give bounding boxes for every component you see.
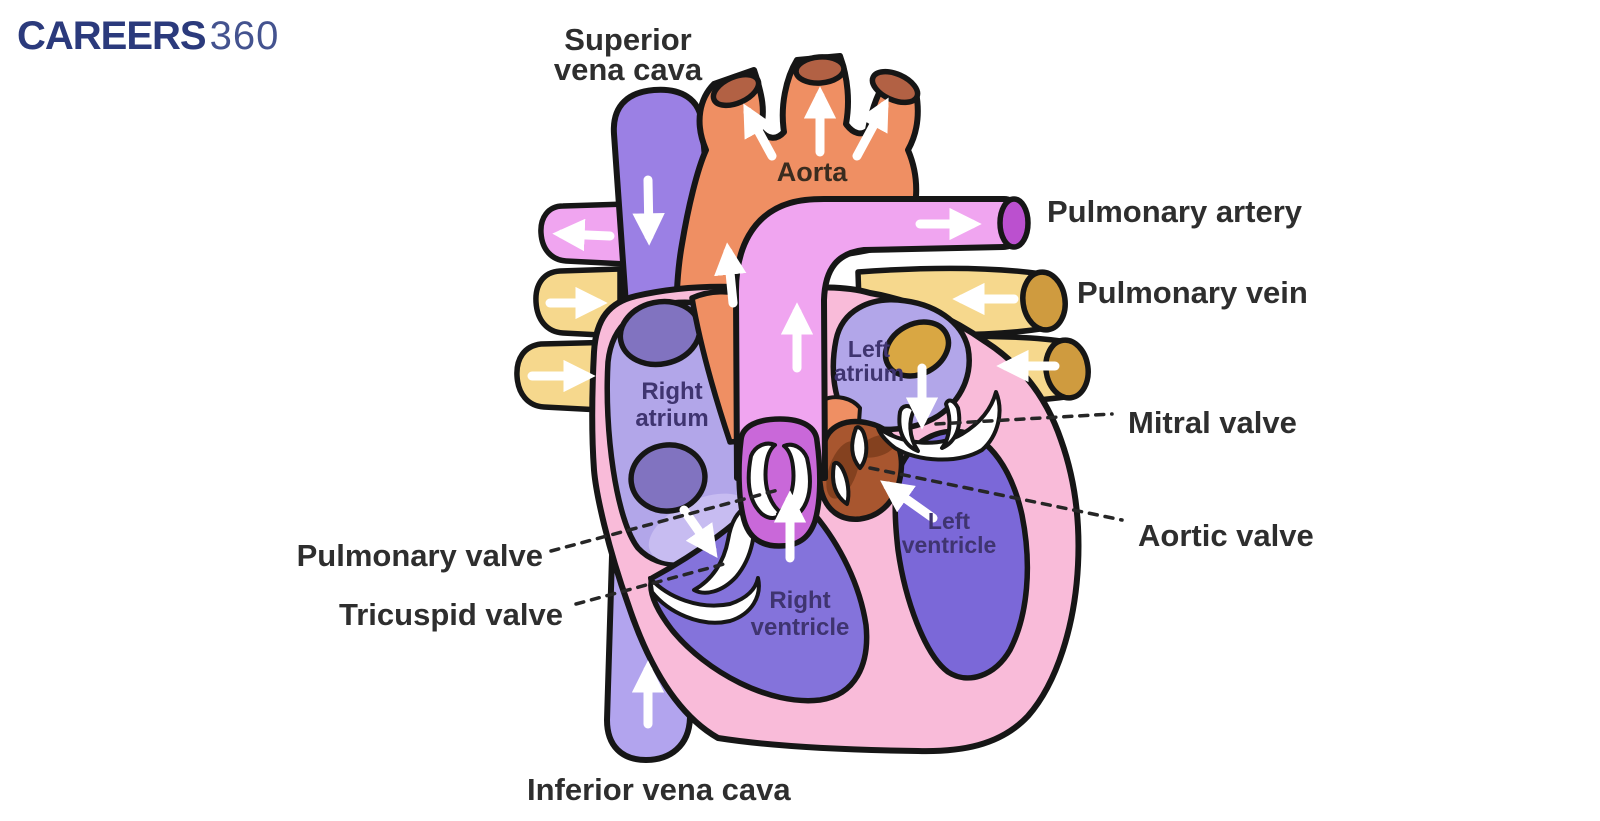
- pulmonary-vein-opening: [882, 319, 952, 379]
- flow-arrow-svc-down-icon: [632, 175, 665, 246]
- leader-lines: [549, 412, 1124, 606]
- flow-arrow-left-ventricle-icon: [880, 480, 938, 523]
- logo-text-bold: CAREERS: [17, 14, 207, 58]
- label-right-atrium-line2: atrium: [635, 405, 708, 432]
- diagram-labels: Superior vena cava Aorta Pulmonary arter…: [297, 22, 1314, 807]
- tricuspid-valve-leaflet-2: [648, 576, 761, 625]
- aorta-branch-cap-2: [793, 54, 847, 86]
- flow-arrow-aorta-trunk-icon: [714, 242, 747, 308]
- label-superior-vena-cava-line1: Superior: [564, 22, 691, 57]
- mitral-valve-leaflet-2: [940, 398, 962, 450]
- flow-arrow-aorta-branch1-icon: [743, 103, 777, 161]
- label-aortic-valve: Aortic valve: [1138, 518, 1314, 553]
- right-pulmonary-vein-cap-1: [1020, 269, 1068, 333]
- label-left-atrium-line2: atrium: [834, 360, 904, 386]
- leader-line-mitral-valve: [934, 412, 1114, 426]
- leader-line-aortic-valve: [868, 466, 1124, 522]
- tricuspid-valve-leaflet-1: [692, 503, 757, 595]
- label-right-ventricle-line1: Right: [769, 587, 830, 614]
- label-mitral-valve: Mitral valve: [1128, 405, 1297, 440]
- flow-arrow-aorta-branch3-icon: [852, 97, 889, 161]
- blood-flow-arrows: [527, 86, 1060, 729]
- label-tricuspid-valve: Tricuspid valve: [339, 597, 563, 632]
- pulmonary-valve-leaflet-1: [746, 441, 783, 520]
- label-pulmonary-vein: Pulmonary vein: [1077, 275, 1308, 310]
- logo-text-light: 360: [209, 14, 280, 58]
- label-left-atrium-line1: Left: [848, 336, 891, 362]
- right-pulmonary-vein-cap-2: [1043, 337, 1091, 401]
- label-pulmonary-artery: Pulmonary artery: [1047, 194, 1303, 229]
- label-pulmonary-valve: Pulmonary valve: [297, 538, 543, 573]
- leader-line-tricuspid-valve: [574, 562, 726, 606]
- label-right-ventricle-line2: ventricle: [751, 614, 850, 641]
- aorta-branch-cap-1: [710, 71, 762, 109]
- label-left-ventricle-line2: ventricle: [902, 532, 997, 558]
- flow-arrow-right-atrium-icon: [679, 505, 718, 558]
- tricuspid-valve: [648, 503, 761, 625]
- pulmonary-artery-cap: [997, 196, 1031, 250]
- label-right-atrium-line1: Right: [641, 378, 702, 405]
- label-superior-vena-cava-line2: vena cava: [554, 52, 703, 87]
- label-aorta: Aorta: [777, 157, 848, 187]
- label-inferior-vena-cava: Inferior vena cava: [527, 772, 791, 807]
- label-left-ventricle-line1: Left: [928, 508, 971, 534]
- aortic-valve-leaflet-2: [831, 460, 851, 506]
- aortic-valve-leaflet-1: [850, 425, 869, 470]
- ivc-opening: [628, 442, 708, 514]
- leader-line-pulmonary-valve: [549, 488, 780, 553]
- aorta-branch-cap-3: [869, 68, 921, 106]
- flow-arrow-pulmonary-artery-left-icon: [552, 218, 615, 252]
